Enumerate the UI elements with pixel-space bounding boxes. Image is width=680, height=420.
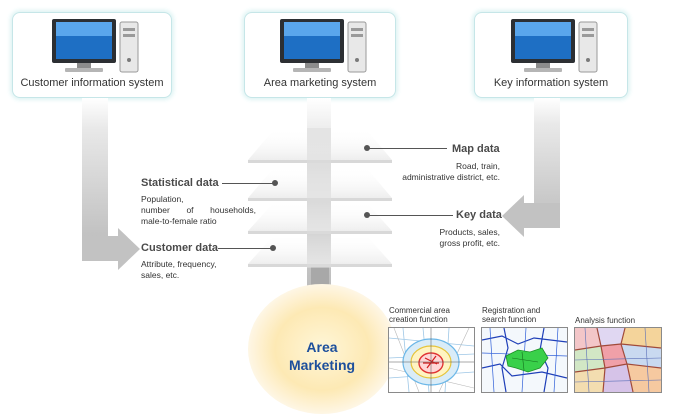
map-data-title: Map data	[452, 143, 500, 155]
map-thumbnail-icon	[575, 328, 661, 392]
map-thumbnail-icon	[389, 328, 474, 392]
map-data-text: Road, train, administrative district, et…	[402, 161, 500, 182]
statistical-data-text: Population, number of households, male-t…	[141, 194, 256, 226]
statistical-data-leader	[222, 183, 275, 184]
commercial-area-caption: Commercial area creation function	[389, 306, 450, 324]
computer-icon	[280, 19, 367, 73]
key-information-system-label: Key information system	[493, 77, 609, 89]
arrow-left-icon	[502, 195, 524, 237]
analysis-map	[574, 327, 662, 393]
key-data-title: Key data	[456, 209, 502, 221]
key-data-text: Products, sales, gross profit, etc.	[439, 227, 500, 248]
area-marketing-line1: Area	[306, 339, 338, 355]
customer-data-text: Attribute, frequency, sales, etc.	[141, 259, 217, 280]
customer-information-system-box: Customer information system	[12, 12, 172, 98]
registration-search-map	[481, 327, 568, 393]
customer-flow-arrow-bend	[82, 236, 122, 261]
area-marketing-line2: Marketing	[288, 357, 356, 373]
customer-data-leader	[218, 248, 273, 249]
key-flow-arrow-bend	[522, 203, 560, 228]
customer-flow-arrow-shaft	[82, 98, 108, 248]
statistical-data-marker	[272, 180, 278, 186]
area-marketing-system-label: Area marketing system	[263, 77, 377, 89]
statistical-data-title: Statistical data	[141, 177, 219, 189]
area-marketing-glow	[248, 284, 396, 414]
commercial-area-map	[388, 327, 475, 393]
analysis-caption: Analysis function	[575, 316, 636, 325]
customer-information-system-label: Customer information system	[20, 77, 164, 89]
customer-data-title: Customer data	[141, 242, 219, 254]
arrow-right-icon	[118, 228, 140, 270]
map-thumbnail-icon	[482, 328, 567, 392]
registration-search-caption: Registration and search function	[482, 306, 541, 324]
area-marketing-system-box: Area marketing system	[244, 12, 396, 98]
map-data-leader	[367, 148, 447, 149]
computer-icon	[511, 19, 598, 73]
customer-data-marker	[270, 245, 276, 251]
computer-icon	[52, 19, 139, 73]
key-data-leader	[367, 215, 453, 216]
key-information-system-box: Key information system	[474, 12, 628, 98]
